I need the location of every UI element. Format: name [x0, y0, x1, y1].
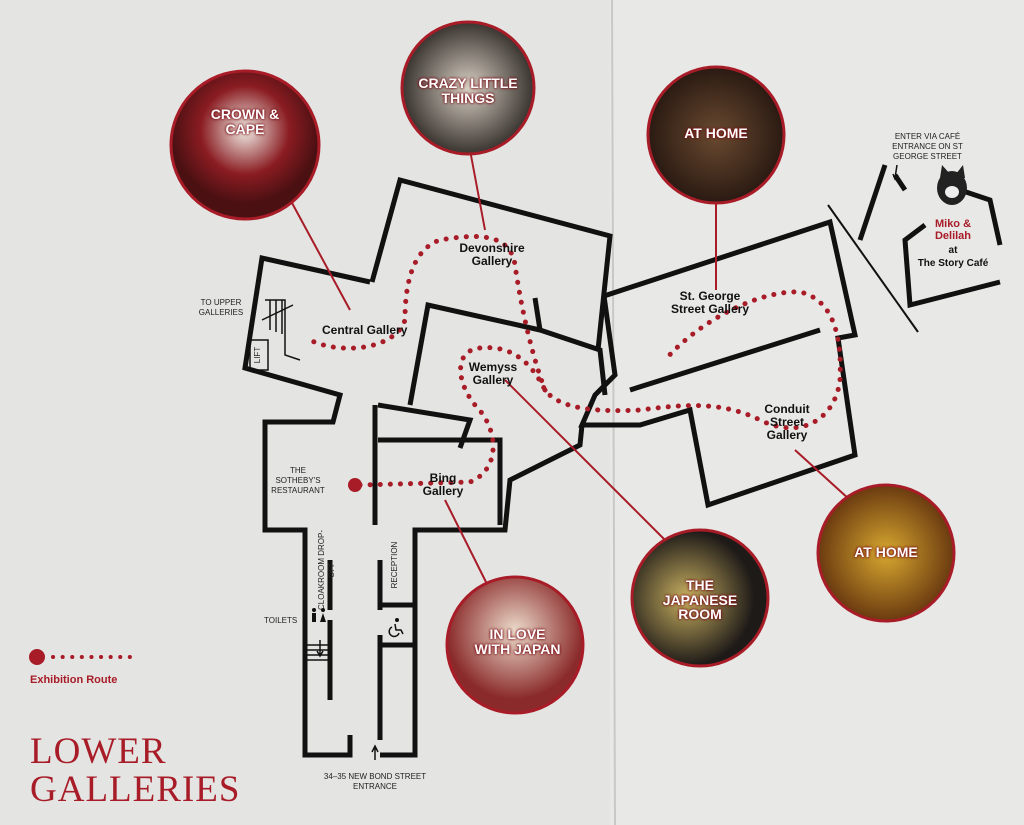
toilets-label: Toilets: [264, 616, 298, 625]
in-love-with-japan-photo: [445, 575, 585, 715]
cloakroom-label: Cloakroom Drop-off: [317, 529, 336, 610]
crown-cape-label: CROWN & CAPE: [210, 106, 280, 137]
lift-label: Lift: [253, 346, 262, 364]
to-upper-galleries-label: To Upper Galleries: [198, 298, 244, 317]
entrance-label[interactable]: 34–35 New Bond Street Entrance: [323, 772, 427, 791]
wemyss-gallery-label: Wemyss Gallery: [468, 360, 518, 388]
at-home-2-label: AT HOME: [854, 544, 918, 560]
at-home-photo: [646, 65, 786, 205]
connector-lines: [284, 149, 851, 591]
walls: [242, 164, 1003, 758]
crown-cape-photo: [169, 69, 321, 221]
st-george-gallery-label: St. George Street Gallery: [670, 289, 750, 317]
cafe-entry-label: Enter via Café Entrance on St George Str…: [892, 132, 963, 161]
route-start-dot: [348, 478, 362, 492]
restaurant-label: The Sotheby's Restaurant: [271, 466, 325, 495]
japanese-room-photo: [630, 528, 770, 668]
cat-icon: [937, 165, 967, 205]
lift-box: [249, 339, 269, 371]
legend: [29, 649, 132, 665]
title-line-2: GALLERIES: [30, 769, 241, 810]
cafe-name-label: Miko & Delilah: [934, 218, 972, 243]
at-home-2-photo: [816, 483, 956, 623]
at-home-label: AT HOME: [684, 125, 748, 141]
conduit-gallery-label: Conduit Street Gallery: [764, 402, 810, 443]
stairs-icon: [249, 164, 899, 760]
crazy-little-things-photo: [400, 20, 536, 156]
reception-label: Reception: [390, 541, 399, 589]
cafe-at-label: at: [948, 245, 958, 256]
devonshire-gallery-label: Devonshire Gallery: [459, 241, 525, 269]
title-line-1: LOWER: [30, 731, 167, 772]
crazy-little-things-label: CRAZY LITTLE THINGS: [418, 75, 518, 106]
entrance-arrow: [371, 744, 379, 760]
highlight-circles: [169, 20, 956, 715]
legend-label: Exhibition Route: [30, 674, 118, 686]
central-gallery-label: Central Gallery: [322, 323, 408, 337]
toilets-icon: [312, 608, 326, 622]
page-title: LOWER GALLERIES: [30, 733, 240, 809]
japanese-room-label: THE JAPANESE ROOM: [662, 577, 738, 623]
cafe-place-label: The Story Café: [917, 258, 989, 269]
accessible-icon: [388, 618, 404, 638]
bing-gallery-label: Bing Gallery: [422, 471, 464, 499]
in-love-with-japan-label: IN LOVE WITH JAPAN: [474, 626, 561, 657]
